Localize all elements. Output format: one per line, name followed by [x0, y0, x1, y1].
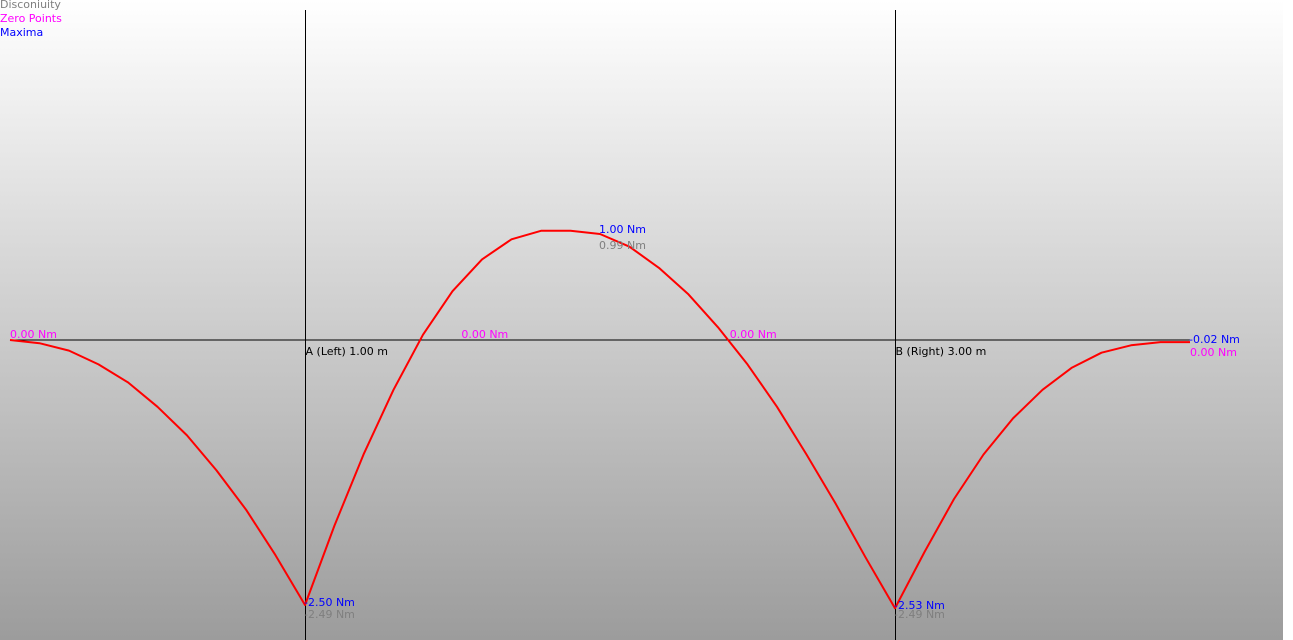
support-label-1: B (Right) 3.00 m — [896, 345, 987, 358]
legend: Disconiuity Zero Points Maxima — [0, 0, 62, 40]
legend-discontinuity: Disconiuity — [0, 0, 61, 11]
zero-point-label-0: 0.00 Nm — [10, 328, 57, 341]
legend-zero-points: Zero Points — [0, 12, 62, 25]
discontinuity-label-1: 0.99 Nm — [599, 239, 646, 252]
maxima-label-2: -2.53 Nm — [894, 599, 945, 612]
discontinuity-label-2: -2.49 Nm — [894, 608, 945, 621]
moment-curve — [9, 229, 1190, 610]
maxima-label-0: -2.50 Nm — [304, 596, 355, 609]
zero-point-label-3: 0.00 Nm — [1190, 346, 1237, 359]
zero-point-label-2: 0.00 Nm — [730, 328, 777, 341]
legend-maxima: Maxima — [0, 26, 44, 39]
maxima-label-1: 1.00 Nm — [599, 223, 646, 236]
support-label-0: A (Left) 1.00 m — [306, 345, 389, 358]
zero-point-label-1: 0.00 Nm — [461, 328, 508, 341]
maxima-label-3: -0.02 Nm — [1189, 333, 1240, 346]
discontinuity-label-0: -2.49 Nm — [304, 608, 355, 621]
